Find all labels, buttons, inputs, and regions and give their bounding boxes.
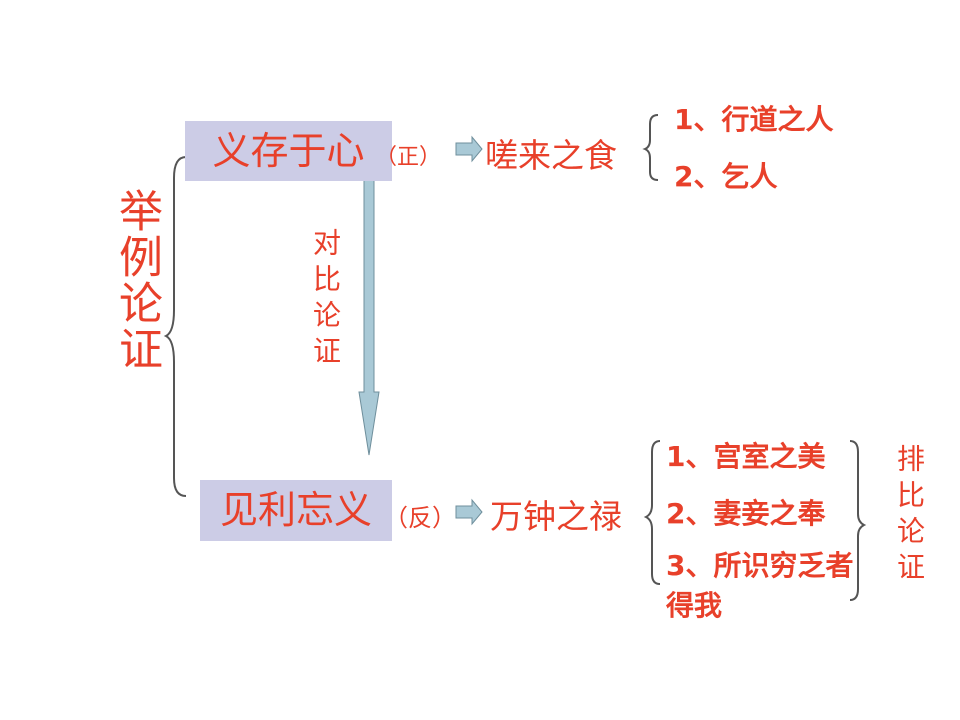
bottom-item-3: 3、所识穷乏者得我 [666, 549, 854, 622]
top-tag: （正） [375, 145, 442, 170]
left-brace [163, 156, 187, 497]
middle-label: 对比论证 [309, 228, 342, 372]
bottom-item-1: 1、宫室之美 [666, 440, 826, 473]
bottom-left-brace [643, 440, 661, 585]
top-main-box: 义存于心 [185, 121, 392, 181]
top-item-1: 1、行道之人 [674, 103, 834, 136]
top-brace [642, 114, 659, 181]
bottom-main-box: 见利忘义 [200, 480, 392, 541]
down-arrow [358, 175, 380, 456]
left-label: 举例论证 [111, 188, 162, 372]
bottom-tag: （反） [384, 504, 456, 532]
top-right-arrow [455, 135, 483, 163]
bottom-item-2: 2、妻妾之奉 [666, 497, 826, 530]
bottom-right-brace [849, 440, 867, 601]
right-label: 排比论证 [893, 444, 926, 588]
bottom-right-arrow [455, 498, 483, 526]
top-target: 嗟来之食 [485, 136, 617, 175]
top-item-2: 2、乞人 [674, 160, 778, 193]
bottom-target: 万钟之禄 [490, 497, 622, 536]
